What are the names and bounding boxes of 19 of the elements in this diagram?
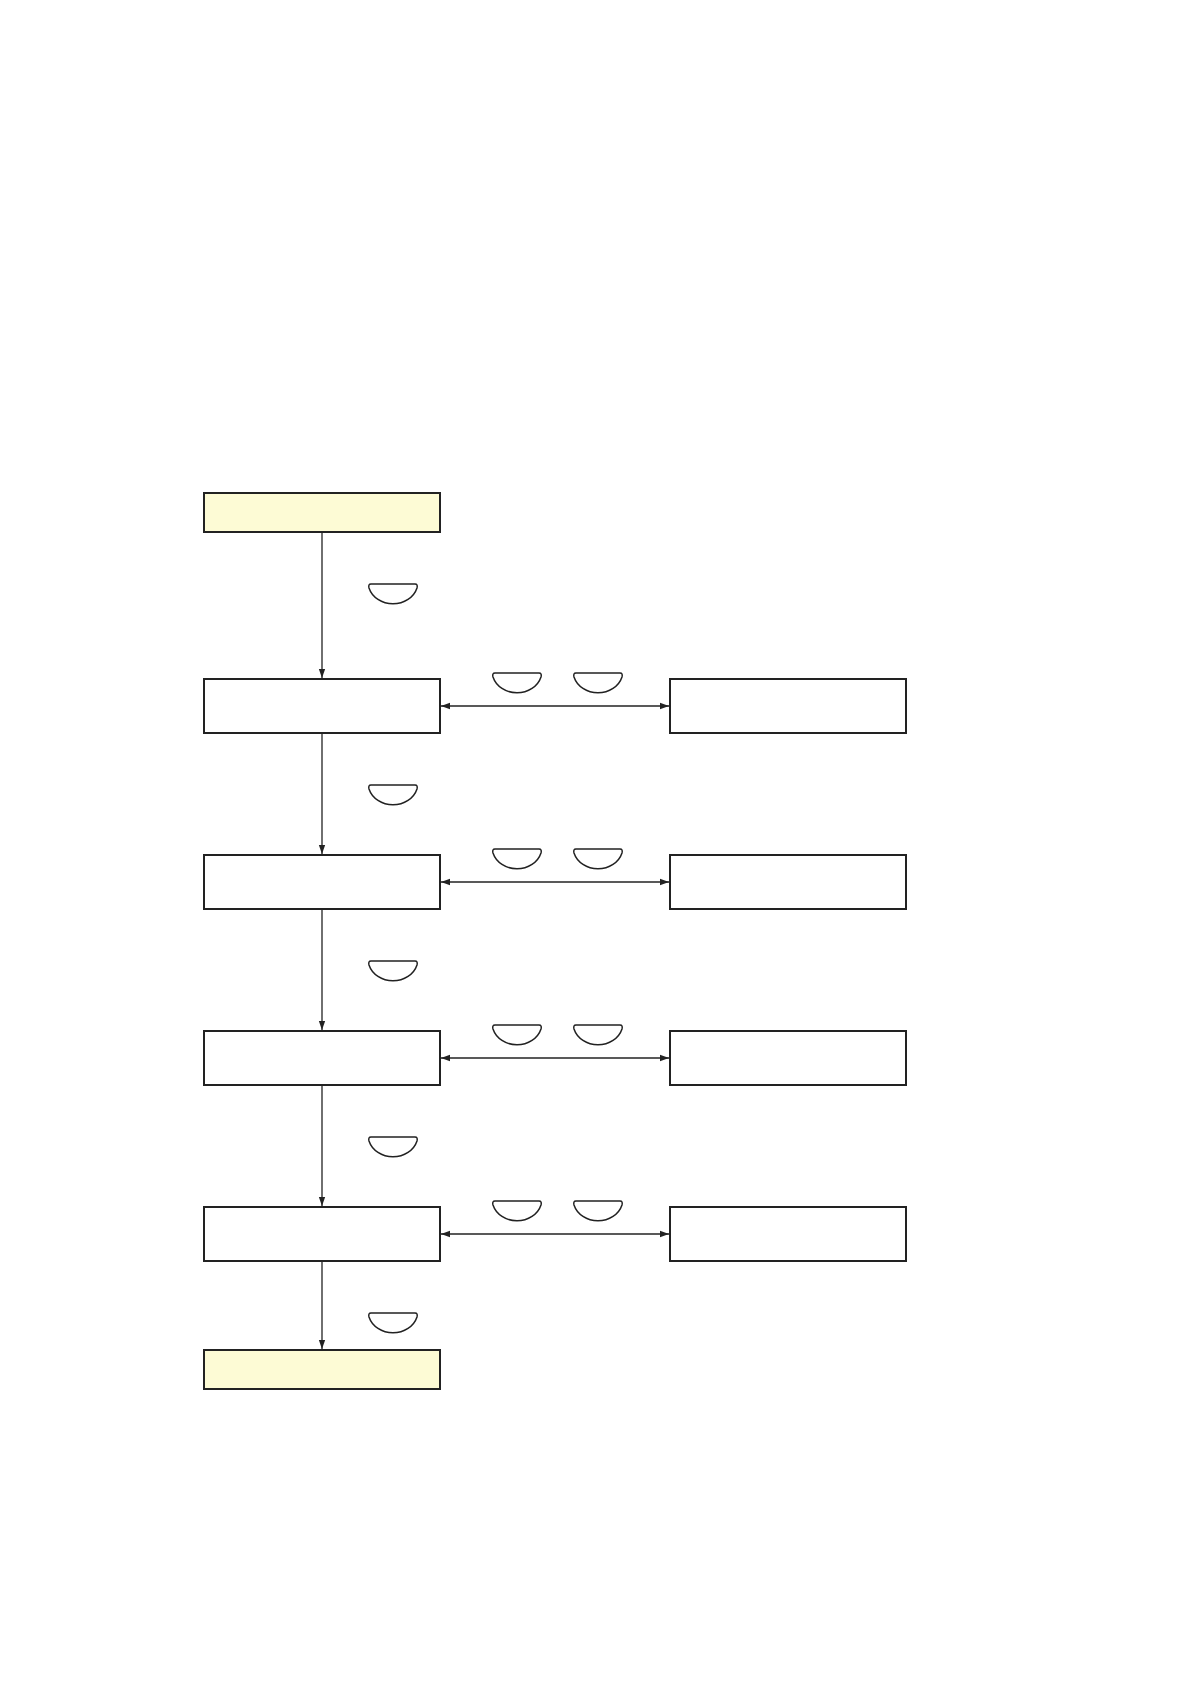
process-box [669,1206,907,1262]
process-box [669,1030,907,1086]
process-box [669,854,907,910]
double-arrow [440,1230,670,1238]
arrow [318,1085,326,1207]
double-arrow [440,878,670,886]
process-box [203,492,441,533]
process-box [669,678,907,734]
process-box [203,1349,441,1390]
process-box [203,678,441,734]
arrow [318,733,326,855]
double-arrow [440,1054,670,1062]
process-box [203,854,441,910]
arrow [318,532,326,679]
arrow [318,909,326,1031]
arrow [318,1261,326,1350]
process-box [203,1206,441,1262]
double-arrow [440,702,670,710]
process-box [203,1030,441,1086]
